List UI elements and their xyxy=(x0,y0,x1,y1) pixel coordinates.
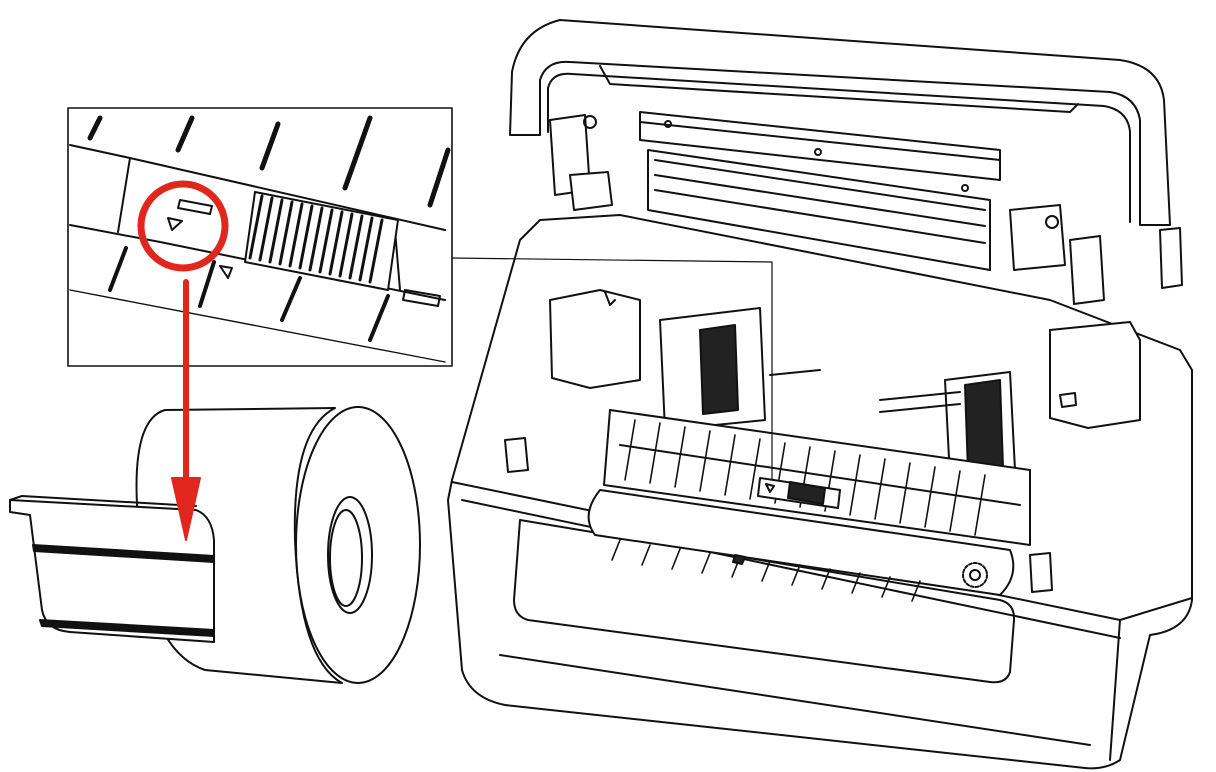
leader-line xyxy=(451,257,773,481)
printer-lid xyxy=(509,19,1183,305)
callout xyxy=(137,180,229,541)
label-roll xyxy=(9,406,421,684)
callout-circle xyxy=(137,180,229,272)
detail-inset xyxy=(67,107,453,367)
platen-roller xyxy=(587,409,1031,602)
printer xyxy=(447,19,1193,770)
callout-arrowhead xyxy=(171,477,201,541)
label-guides xyxy=(659,307,1016,479)
